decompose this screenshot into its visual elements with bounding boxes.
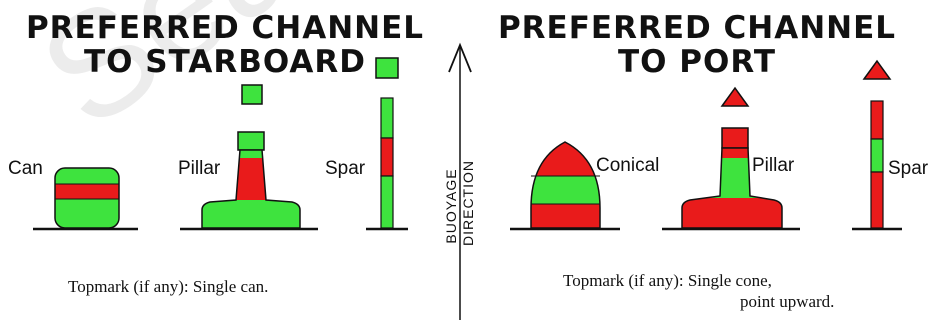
right-spar-buoy-bottom <box>870 171 884 229</box>
left-pillar-topmark-can <box>241 84 263 105</box>
can-buoy-outline <box>54 167 120 229</box>
can-label: Can <box>8 158 43 179</box>
right-pillar-cap <box>721 127 749 149</box>
left-spar-buoy-bottom <box>380 175 394 229</box>
right-title-line2: TO PORT <box>618 44 776 80</box>
left-spar-buoy-band <box>380 137 394 177</box>
left-pillar-cap <box>237 131 265 151</box>
left-topmark-note: Topmark (if any): Single can. <box>68 277 269 296</box>
conical-buoy <box>531 142 600 228</box>
left-spar-buoy-top <box>380 97 394 139</box>
left-pillar-label: Pillar <box>178 158 221 179</box>
right-spar-topmark-cone <box>862 59 892 80</box>
right-spar-label: Spar <box>888 158 929 179</box>
right-topmark-note-line2: point upward. <box>740 292 835 311</box>
right-pillar-topmark-cone <box>720 86 750 107</box>
left-pillar-outline <box>201 149 301 229</box>
buoyage-direction-label-line1: BUOYAGE <box>443 168 459 244</box>
left-title-line2: TO STARBOARD <box>84 44 366 80</box>
right-topmark-note-line1: Topmark (if any): Single cone, <box>563 271 772 290</box>
right-pillar-label: Pillar <box>752 155 795 176</box>
right-title-line1: PREFERRED CHANNEL <box>497 10 897 46</box>
right-pillar-outline <box>681 147 783 229</box>
conical-buoy-outline <box>530 141 601 229</box>
right-spar-buoy-band <box>870 138 884 173</box>
direction-arrow-head <box>448 42 472 73</box>
conical-label: Conical <box>596 155 660 176</box>
left-spar-label: Spar <box>325 158 366 179</box>
buoyage-direction-label-line2: DIRECTION <box>460 160 476 246</box>
left-spar-topmark-can <box>375 57 399 79</box>
right-spar-buoy-top <box>870 100 884 140</box>
left-title-line1: PREFERRED CHANNEL <box>25 10 425 46</box>
can-buoy <box>55 168 119 228</box>
